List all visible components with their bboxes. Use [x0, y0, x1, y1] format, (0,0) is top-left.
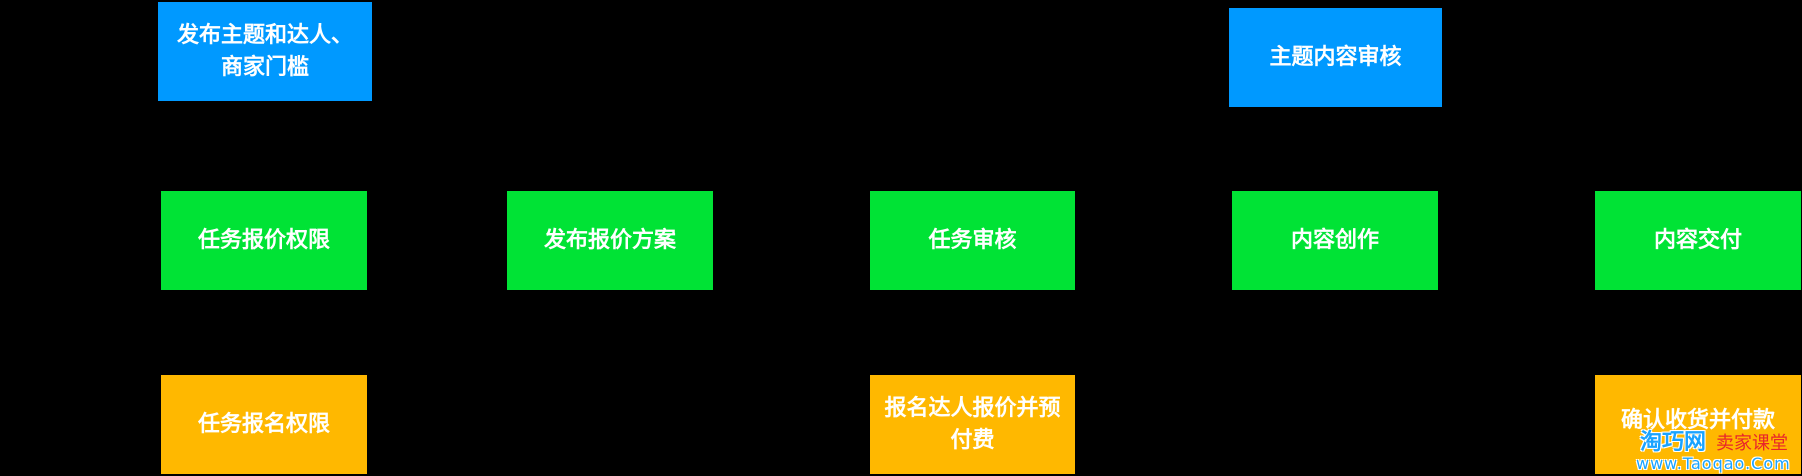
node-task-quote-permission: 任务报价权限: [161, 191, 367, 290]
node-signup-quote-prepay: 报名达人报价并预付费: [870, 375, 1075, 474]
node-task-quote-permission-label: 任务报价权限: [197, 227, 330, 253]
node-publish-quote-plan: 发布报价方案: [507, 191, 713, 290]
watermark-logo: 淘巧网: [1640, 430, 1707, 455]
node-confirm-pay: 确认收货并付款: [1595, 375, 1801, 474]
node-content-creation: 内容创作: [1232, 191, 1438, 290]
watermark-top: 淘巧网 卖家课堂: [1640, 424, 1789, 455]
node-confirm-pay-label: 确认收货并付款: [1620, 408, 1775, 433]
node-publish-quote-plan-label: 发布报价方案: [543, 227, 676, 253]
node-publish-theme: 发布主题和达人、商家门槛: [158, 2, 372, 101]
node-task-review: 任务审核: [870, 191, 1075, 290]
node-content-creation-label: 内容创作: [1290, 227, 1379, 253]
node-task-review-label: 任务审核: [928, 227, 1017, 253]
watermark-subtitle: 卖家课堂: [1716, 433, 1789, 454]
node-publish-theme-label: 发布主题和达人、商家门槛: [176, 22, 353, 80]
node-theme-review: 主题内容审核: [1229, 8, 1442, 107]
node-task-signup-permission-label: 任务报名权限: [197, 411, 330, 437]
watermark: 淘巧网 卖家课堂 www.Taoqao.Com: [1636, 424, 1802, 476]
watermark-url: www.Taoqao.Com: [1636, 454, 1791, 473]
node-theme-review-label: 主题内容审核: [1269, 44, 1402, 70]
node-task-signup-permission: 任务报名权限: [161, 375, 367, 474]
node-signup-quote-prepay-label: 报名达人报价并预付费: [884, 395, 1061, 453]
node-content-delivery: 内容交付: [1595, 191, 1801, 290]
node-content-delivery-label: 内容交付: [1653, 227, 1742, 253]
